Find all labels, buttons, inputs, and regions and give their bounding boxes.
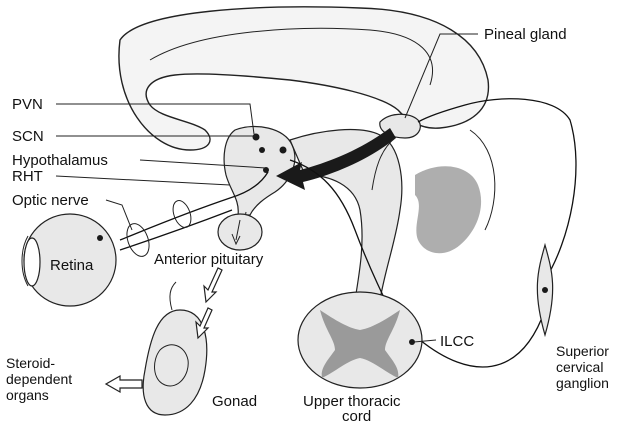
label-retina: Retina	[50, 257, 94, 274]
label-anterior-pituitary: Anterior pituitary	[154, 251, 264, 268]
ganglion-dot	[542, 287, 548, 293]
label-rht: RHT	[12, 168, 43, 185]
label-pineal-gland: Pineal gland	[484, 26, 567, 43]
label-hypothalamus: Hypothalamus	[12, 152, 108, 169]
label-upper-thoracic-2: cord	[342, 408, 371, 424]
label-superior-2: cervical	[556, 359, 603, 375]
cerebellum	[415, 166, 481, 253]
optic-nerve-path-2	[120, 210, 232, 250]
label-steroid-2: dependent	[6, 371, 72, 387]
gonad-duct	[170, 282, 176, 310]
label-pvn: PVN	[12, 96, 43, 113]
scn-nucleus	[259, 147, 265, 153]
label-scn: SCN	[12, 128, 44, 145]
optic-nerve-ring-2	[123, 221, 153, 260]
label-ilcc: ILCC	[440, 333, 474, 350]
label-gonad: Gonad	[212, 393, 257, 410]
pvn-nucleus	[253, 134, 260, 141]
ilcc-to-ganglion	[420, 310, 545, 367]
arrow-gonad-to-organs	[106, 376, 142, 392]
eye-cornea	[24, 238, 40, 286]
anterior-pituitary-shape	[218, 214, 262, 250]
label-superior-3: ganglion	[556, 375, 609, 391]
label-steroid-3: organs	[6, 387, 49, 403]
hypothalamus-region	[224, 126, 295, 215]
optic-disc	[97, 235, 103, 241]
label-superior-1: Superior	[556, 343, 609, 359]
leader-rht	[56, 176, 230, 185]
label-steroid-1: Steroid-	[6, 355, 55, 371]
leader-optic-nerve	[106, 200, 132, 230]
scn-nucleus-2	[280, 147, 287, 154]
label-optic-nerve: Optic nerve	[12, 192, 89, 209]
arrow-pituitary-to-gonad-1	[204, 268, 222, 302]
